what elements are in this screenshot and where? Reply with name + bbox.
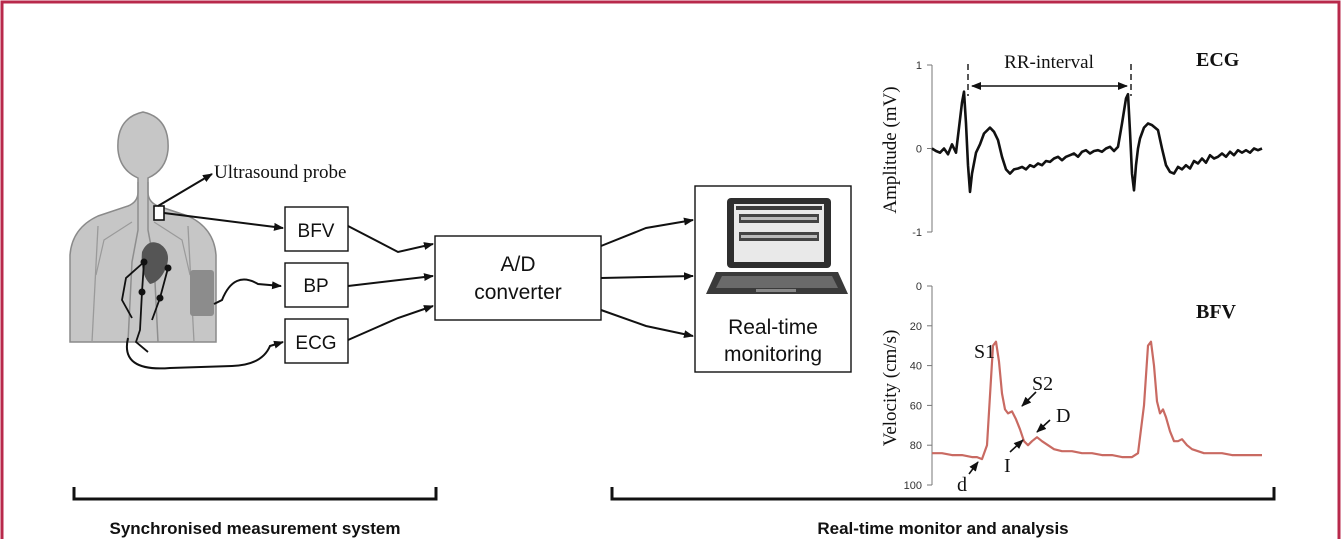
probe-label-pointer <box>157 173 213 207</box>
label-i: I <box>1004 455 1011 477</box>
bfv-y-tick-label: 80 <box>910 440 922 452</box>
bfv-box: BFV <box>284 206 349 252</box>
left-footer-label: Synchronised measurement system <box>109 519 400 538</box>
bfv-y-ticks: 100 80 60 40 20 0 <box>904 281 932 492</box>
monitoring-box: Real-time monitoring <box>694 185 852 373</box>
arm-outline-left <box>91 225 99 343</box>
bfv-chart: 100 80 60 40 20 0 Velocity (cm/s) BFV S1 S2 D… <box>880 281 1262 496</box>
ecg-electrodes <box>138 258 172 302</box>
ecg-chart: 1 0 -1 Amplitude (mV) ECG RR-interval <box>880 49 1263 239</box>
converter-line2: converter <box>474 281 562 304</box>
ecg-box-label: ECG <box>295 333 336 354</box>
d-lower-pointer <box>968 461 979 475</box>
s2-pointer <box>1021 391 1037 407</box>
label-s2: S2 <box>1032 373 1053 395</box>
left-bracket <box>72 487 438 501</box>
ecg-y-ticks: 1 0 -1 <box>912 60 932 239</box>
rr-interval-label: RR-interval <box>1004 52 1094 73</box>
ecg-y-axis-label: Amplitude (mV) <box>880 86 901 213</box>
monitoring-line1: Real-time <box>728 316 818 339</box>
laptop-icon <box>706 198 848 294</box>
bp-cable <box>213 278 282 305</box>
bfv-y-tick-label: 60 <box>910 400 922 412</box>
ecg-y-tick-label: -1 <box>912 227 922 239</box>
boxes-to-converter-arrows <box>347 225 434 341</box>
artery-left <box>127 182 139 343</box>
converter-line1: A/D <box>500 253 535 276</box>
right-footer-label: Real-time monitor and analysis <box>817 519 1068 538</box>
vessel-branch-left <box>95 221 133 276</box>
bp-cuff <box>190 270 214 316</box>
bfv-box-label: BFV <box>298 221 335 242</box>
vessel-branch-right <box>153 221 191 276</box>
ecg-cable <box>125 337 284 370</box>
bp-box: BP <box>284 262 349 308</box>
label-d-lower: d <box>957 474 967 496</box>
human-body-illustration <box>69 111 217 353</box>
i-pointer <box>1009 439 1024 453</box>
d-pointer <box>1036 419 1051 433</box>
bfv-trace-line <box>932 340 1262 461</box>
label-d-upper: D <box>1056 405 1070 427</box>
monitoring-line2: monitoring <box>724 343 822 366</box>
ecg-trace-line <box>931 90 1263 194</box>
heart-shape <box>141 242 168 284</box>
bfv-y-tick-label: 40 <box>910 361 922 373</box>
ecg-y-tick-label: 1 <box>916 60 922 72</box>
bfv-pointer-arrows <box>968 391 1051 475</box>
bfv-y-tick-label: 20 <box>910 321 922 333</box>
bfv-series <box>932 340 1262 461</box>
ecg-box: ECG <box>284 318 349 364</box>
ad-converter-box: A/D converter <box>434 235 602 321</box>
bfv-y-tick-label: 0 <box>916 281 922 293</box>
probe-to-bfv-arrow <box>163 212 284 231</box>
bfv-y-axis-label: Velocity (cm/s) <box>880 330 901 447</box>
ecg-chart-title: ECG <box>1196 49 1240 71</box>
ultrasound-probe-label: Ultrasound probe <box>214 162 346 183</box>
bfv-chart-title: BFV <box>1196 301 1237 323</box>
bp-box-label: BP <box>303 276 328 297</box>
converter-to-monitor-arrows <box>600 217 694 339</box>
label-s1: S1 <box>974 341 995 363</box>
ecg-y-tick-label: 0 <box>916 144 922 156</box>
probe-marker <box>153 205 165 221</box>
ecg-series <box>931 90 1263 194</box>
bfv-y-tick-label: 100 <box>904 480 922 492</box>
right-bracket <box>610 487 1276 501</box>
